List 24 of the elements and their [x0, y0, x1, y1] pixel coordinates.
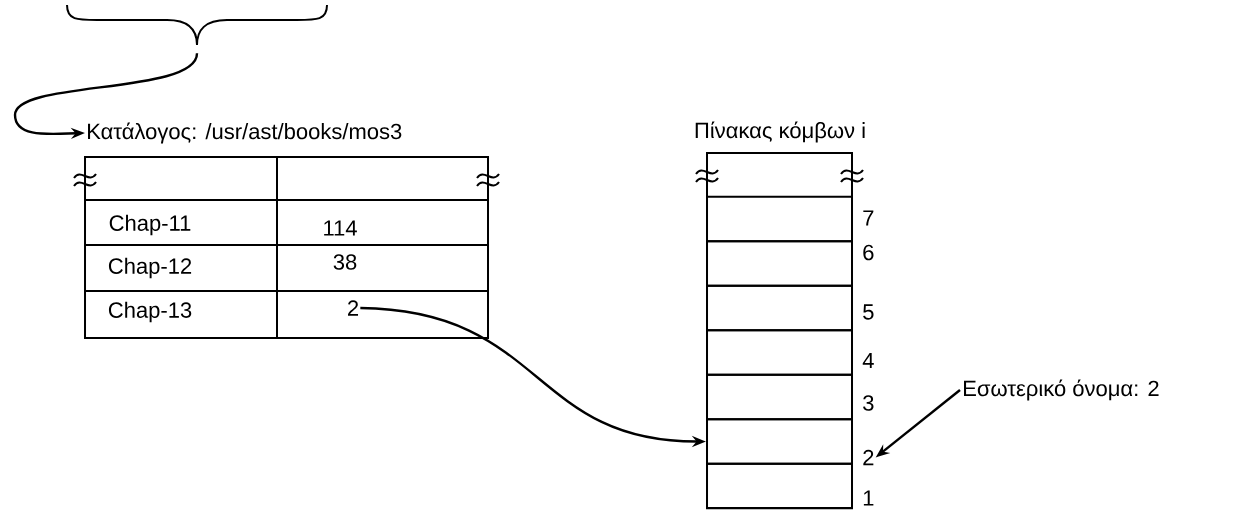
slot-number: 6: [863, 244, 874, 261]
table-cell-text: 2: [348, 300, 359, 316]
table-slot: [706, 329, 853, 376]
node-label: Πίνακας κόμβων i: [695, 121, 865, 143]
brace: [66, 4, 328, 46]
slot-number: 7: [863, 210, 874, 226]
table-slot: [706, 418, 853, 465]
table-slot: [706, 195, 853, 243]
table-cell-text: 114: [324, 220, 357, 236]
slot-number: 3: [863, 395, 874, 411]
table-slot: [706, 373, 853, 421]
table-slot: [706, 462, 853, 510]
table-cell-text: 38: [333, 254, 357, 270]
slot-number: 5: [863, 304, 874, 320]
table-slot: [706, 240, 853, 287]
table-cell-text: Chap-13: [108, 301, 192, 323]
text-label: Εσωτερικό όνομα: 2: [964, 379, 1159, 401]
table-slot: [706, 284, 853, 332]
node-label: Κατάλογος: /usr/ast/books/mos3: [88, 122, 402, 144]
table-cell-text: Chap-12: [108, 257, 192, 279]
table-cell-text: Chap-11: [109, 214, 191, 236]
slot-number: 4: [862, 352, 874, 369]
slot-number: 2: [863, 449, 874, 466]
slot-number: 1: [863, 490, 874, 506]
